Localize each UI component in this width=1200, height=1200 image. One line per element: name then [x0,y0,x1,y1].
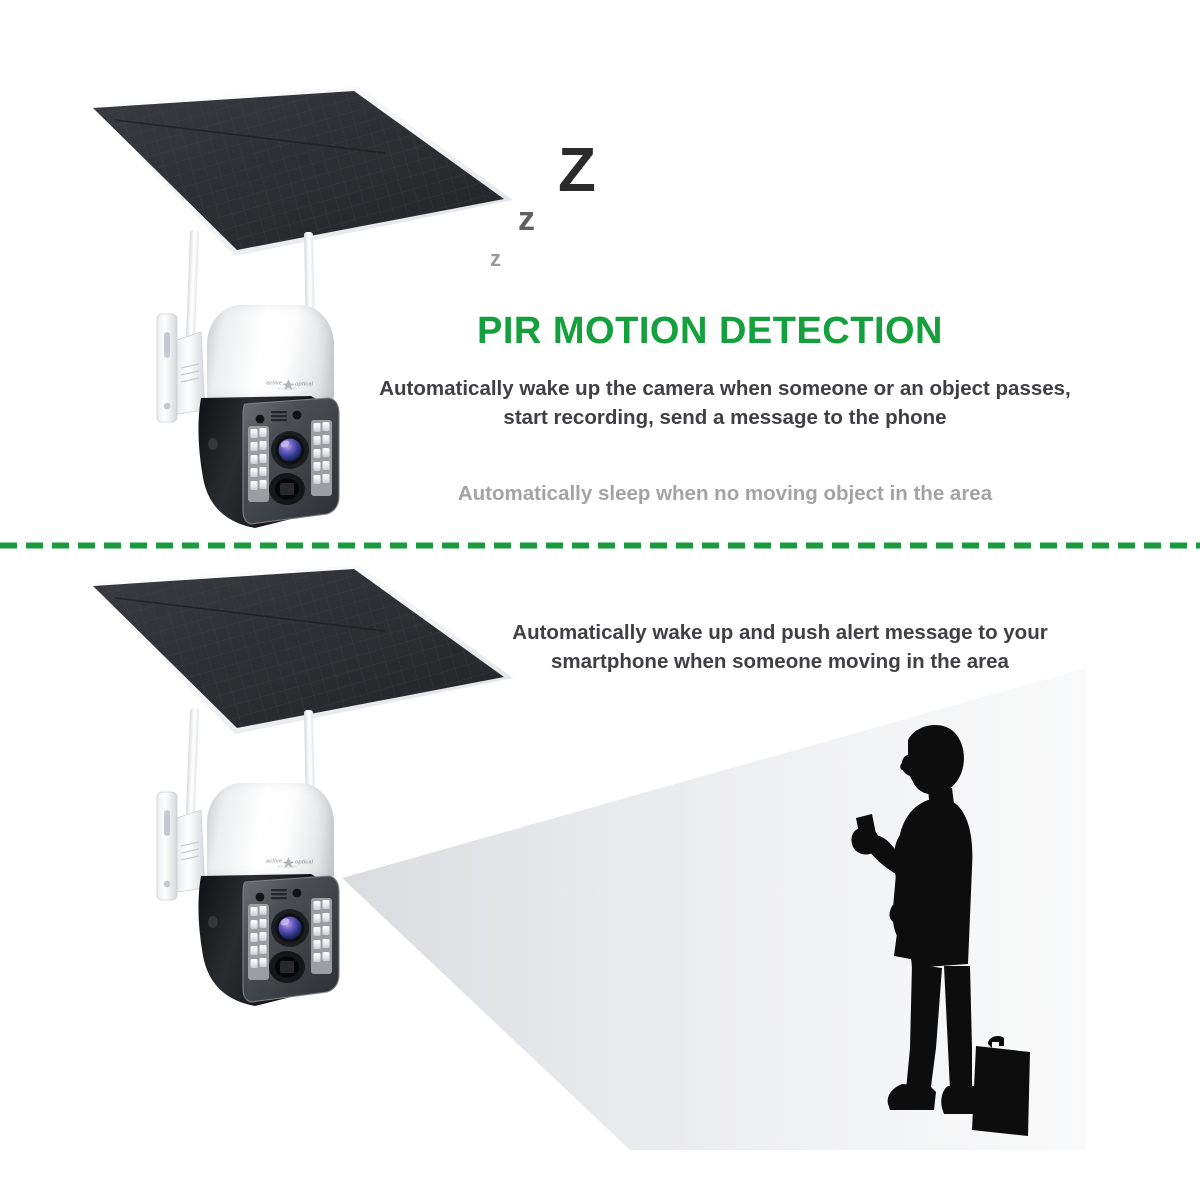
svg-text:SMART SECURITY: SMART SECURITY [277,388,297,391]
led-array-right [311,420,332,496]
solar-camera-bottom: active optical SMART SECURITY [85,558,515,1008]
svg-text:active: active [266,381,282,387]
push-alert-line-2: smartphone when someone moving in the ar… [551,650,1009,674]
brand-logo-icon: active optical SMART SECURITY [266,379,313,391]
subtitle-line-2: start recording, send a message to the p… [503,406,947,430]
camera-body: active optical SMART SECURITY [207,783,334,881]
camera-lens-icon [271,431,309,469]
solar-panel [85,80,515,280]
ptz-camera-head [193,870,368,1015]
camera-body: active optical SMART SECURITY [207,305,334,403]
wall-mount-bracket [155,310,225,430]
wall-mount-bracket [155,788,225,908]
ptz-camera-head [193,392,368,537]
camera-head-svg [198,874,340,1006]
led-array-left [248,426,269,502]
led-array-left [248,904,269,980]
zzz-char-small: z [490,246,501,271]
page-title: PIR MOTION DETECTION [477,310,943,352]
pir-sensor-icon [269,473,305,505]
svg-text:optical: optical [295,860,313,866]
subtitle-text: Automatically wake up the camera when so… [330,374,1120,432]
detection-cone-svg [342,668,1086,1150]
svg-text:optical: optical [295,382,313,388]
zzz-char-large: Z [558,136,596,205]
push-alert-text: Automatically wake up and push alert mes… [420,618,1140,676]
silhouette-svg [851,725,1030,1136]
solar-panel [85,558,515,758]
divider-svg [0,542,1200,549]
push-alert-line-1: Automatically wake up and push alert mes… [512,621,1048,644]
sleep-note-text: Automatically sleep when no moving objec… [457,482,993,505]
person-silhouette [800,718,1030,1148]
sleep-zzz-icon: Z z z [470,140,650,300]
pir-detection-cone [330,650,1090,1170]
zzz-char-medium: z [518,200,535,238]
brand-logo-icon: active optical SMART SECURITY [266,857,313,869]
bracket-svg [156,313,206,423]
pir-sensor-icon [269,951,305,983]
svg-text:SMART SECURITY: SMART SECURITY [277,866,297,869]
solar-camera-top: active optical SMART SECURITY [85,80,515,530]
pir-motion-detection-panel: Z z z PIR MOTION DETECTION Automatically… [0,0,1200,540]
solar-panel-svg [86,85,513,256]
solar-panel-svg [86,563,513,734]
led-array-right [311,898,332,974]
svg-text:active: active [266,859,282,865]
dashed-divider [0,536,1200,549]
camera-head-svg [198,396,340,528]
bracket-svg [156,791,206,901]
camera-lens-icon [271,909,309,947]
subtitle-line-1: Automatically wake up the camera when so… [379,377,1071,400]
